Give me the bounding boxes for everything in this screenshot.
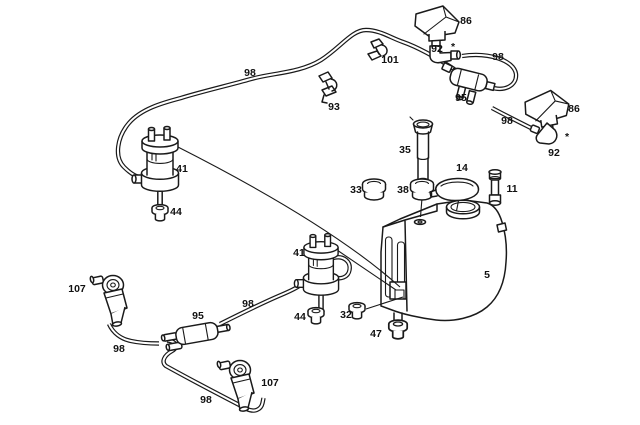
label-hose-washer-long: 98 bbox=[200, 394, 212, 406]
pump-outlet-hook bbox=[332, 255, 352, 281]
label-nozzle-right: 86 bbox=[568, 103, 580, 115]
label-grommet-44-front: 44 bbox=[170, 206, 182, 218]
grommet-33 bbox=[361, 178, 387, 201]
filler-neck-35 bbox=[409, 116, 434, 184]
hose-top-98 bbox=[115, 27, 456, 180]
label-reservoir: 5 bbox=[484, 269, 490, 281]
hose-valve-pump-98 bbox=[219, 284, 301, 326]
label-nozzle-top: 86 bbox=[460, 15, 472, 27]
label-valve-washer: 95 bbox=[192, 310, 204, 322]
hose-curve-98 bbox=[461, 52, 519, 91]
label-clip-93: 93 bbox=[328, 101, 340, 113]
label-nozzle-107-right: 107 bbox=[261, 377, 279, 389]
label-hose-top: 98 bbox=[244, 67, 256, 79]
label-hose-curve: 98 bbox=[492, 51, 504, 63]
label-pump-rear: 41 bbox=[293, 247, 305, 259]
label-asterisk-right: * bbox=[565, 131, 570, 143]
label-pump-front: 41 bbox=[176, 163, 188, 175]
label-grommet-33: 33 bbox=[350, 184, 362, 196]
label-clip-101: 101 bbox=[381, 54, 399, 66]
label-grommet-47: 47 bbox=[370, 328, 382, 340]
grommet-44-front bbox=[151, 203, 169, 222]
label-asterisk-top: * bbox=[451, 41, 456, 53]
part-labels: 98 101 93 86 92 * 98 95 98 86 92 * 35 14… bbox=[68, 15, 580, 406]
label-elbow-top: 92 bbox=[431, 43, 443, 55]
label-valve-top: 95 bbox=[455, 92, 467, 104]
label-elbow-right: 92 bbox=[548, 147, 560, 159]
grommet-44-rear bbox=[307, 306, 325, 325]
label-cap: 14 bbox=[456, 162, 468, 174]
label-neck: 35 bbox=[399, 144, 411, 156]
label-nozzle-107-left: 107 bbox=[68, 283, 86, 295]
leader-grommet-38 bbox=[419, 197, 423, 218]
label-grommet-32: 32 bbox=[340, 309, 352, 321]
reservoir-small-hole bbox=[413, 218, 427, 226]
leader-pump-front bbox=[175, 145, 401, 288]
leader-grommet-32 bbox=[365, 296, 404, 310]
cap-14 bbox=[429, 177, 480, 202]
label-hose-nozzle-left: 98 bbox=[113, 343, 125, 355]
pump-41-front bbox=[131, 125, 180, 209]
grommet-38 bbox=[409, 178, 435, 201]
leader-pump-rear bbox=[336, 249, 397, 291]
clip-93 bbox=[318, 71, 338, 104]
elbow-92-right bbox=[529, 122, 558, 145]
label-hose-right: 98 bbox=[501, 115, 513, 127]
valve-95-washer bbox=[160, 321, 231, 352]
bracket-slot bbox=[384, 236, 393, 298]
label-pin: 11 bbox=[506, 183, 517, 195]
reservoir-tank bbox=[380, 199, 508, 325]
hose-nozzle-left-98 bbox=[106, 323, 160, 346]
valve-95-top bbox=[441, 62, 496, 106]
clip-101 bbox=[367, 38, 388, 61]
label-hose-valve-pump: 98 bbox=[242, 298, 254, 310]
nozzle-107-left bbox=[89, 274, 128, 328]
reservoir-tab bbox=[496, 222, 508, 233]
elbow-92-top bbox=[429, 45, 462, 64]
grommet-47 bbox=[387, 319, 409, 340]
pump-41-rear bbox=[293, 232, 352, 312]
label-grommet-44-rear: 44 bbox=[294, 311, 306, 323]
label-grommet-38: 38 bbox=[397, 184, 409, 196]
pin-11 bbox=[488, 169, 502, 206]
